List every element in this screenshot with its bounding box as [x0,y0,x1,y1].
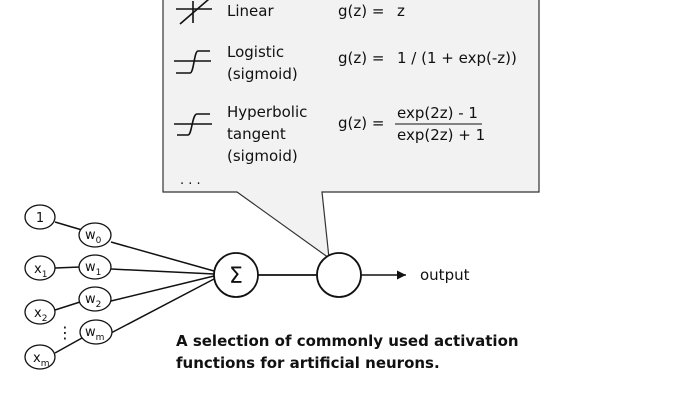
function-name-line: (sigmoid) [227,65,298,83]
function-lhs: g(z) = [338,2,384,20]
caption-line: functions for artificial neurons. [176,354,440,372]
function-row-linear: Linear g(z) = z [176,0,405,25]
weight-label: w [85,292,96,307]
function-lhs: g(z) = [338,49,384,67]
weight-node: w2 [78,286,112,312]
input-weight-edges [54,221,83,354]
function-name-line: (sigmoid) [227,147,298,165]
ellipsis: . . . [180,173,201,188]
svg-text:x1: x1 [34,262,47,280]
input-subscript: 1 [42,270,48,280]
weight-node: w1 [78,254,112,280]
sum-node: Σ [213,252,259,298]
svg-text:wm: wm [85,325,104,343]
svg-text:xm: xm [33,351,49,369]
weight-node: wm [79,319,113,345]
step-curve-icon [174,50,211,74]
function-rhs: 1 / (1 + exp(-z)) [397,49,517,67]
weight-subscript: 1 [96,268,102,278]
weight-subscript: 2 [96,300,102,310]
input-node: xm [24,344,56,370]
svg-text:w2: w2 [85,292,101,310]
activation-node [316,252,362,298]
svg-text:1: 1 [36,211,44,226]
function-name: Linear [227,2,274,20]
function-rhs: z [397,2,405,20]
weight-subscript: 0 [96,236,102,246]
function-row-logistic: Logistic (sigmoid) g(z) = 1 / (1 + exp(-… [174,43,517,83]
fraction-numerator: exp(2z) - 1 [397,104,478,122]
weight-node: w0 [78,222,112,248]
sigma-icon: Σ [229,264,243,289]
function-name-line: Logistic [227,43,284,61]
svg-text:w0: w0 [85,228,102,246]
svg-text:w1: w1 [85,260,101,278]
input-label: x [34,262,42,277]
input-node: x1 [24,255,56,281]
function-name-line: Hyperbolic [227,103,307,121]
input-node: x2 [24,299,56,325]
tanh-curve-icon [174,113,212,136]
input-label: 1 [36,211,44,226]
input-subscript: 2 [42,314,48,324]
input-node: 1 [24,204,56,230]
input-subscript: m [41,359,50,369]
callout-box [162,0,540,260]
input-label: x [33,351,41,366]
function-name-line: tangent [227,125,286,143]
vertical-dots: ⋮ [57,323,73,342]
weight-sum-edges [110,241,215,334]
weight-subscript: m [96,333,105,343]
linear-curve-icon [176,0,212,25]
input-label: x [34,306,42,321]
svg-text:x2: x2 [34,306,47,324]
weight-label: w [85,228,96,243]
weight-label: w [85,260,96,275]
function-lhs: g(z) = [338,114,384,132]
weight-label: w [85,325,96,340]
function-row-tanh: Hyperbolic tangent (sigmoid) g(z) = exp(… [174,103,485,165]
output-label: output [420,266,470,284]
caption-line: A selection of commonly used activation [176,332,519,350]
fraction-denominator: exp(2z) + 1 [397,126,485,144]
